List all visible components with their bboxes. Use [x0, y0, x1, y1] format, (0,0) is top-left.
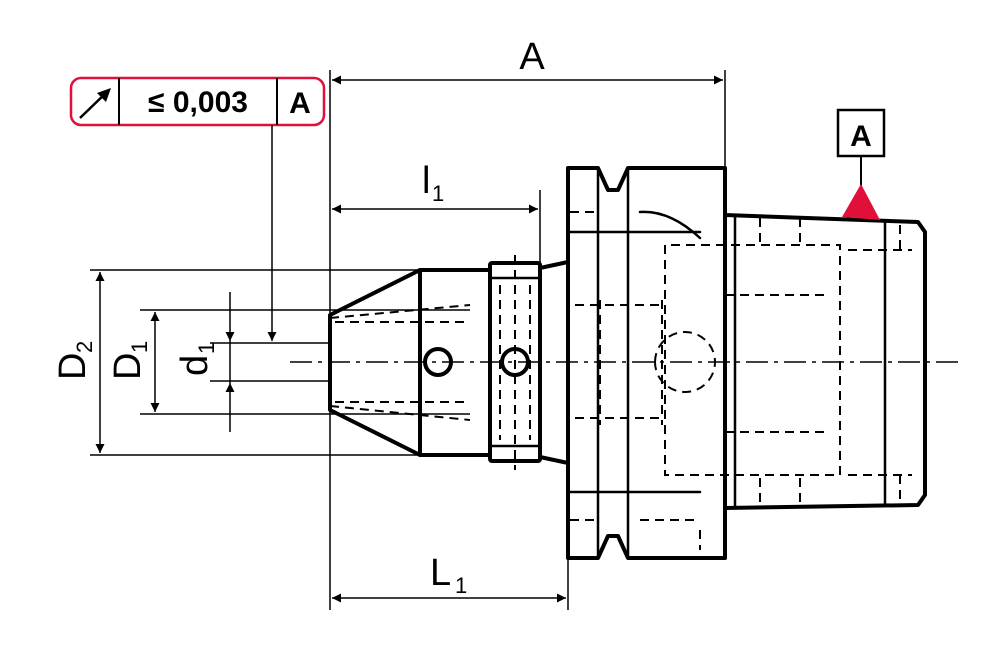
svg-text:D: D — [107, 353, 149, 380]
dimension-label-l1: l 1 — [422, 160, 444, 206]
svg-text:1: 1 — [127, 341, 152, 353]
total-runout-arrow-icon — [79, 88, 111, 119]
svg-text:L: L — [430, 552, 451, 594]
dimension-label-D1: D 1 — [107, 341, 152, 380]
svg-text:l: l — [422, 160, 430, 202]
svg-text:1: 1 — [455, 573, 467, 598]
svg-text:A: A — [850, 120, 872, 153]
datum-triangle — [842, 184, 880, 220]
dimension-label-L1: L 1 — [430, 552, 467, 598]
tool-holder-body — [328, 166, 927, 560]
tolerance-value: ≤ 0,003 — [148, 86, 248, 119]
tolerance-frame-border — [69, 76, 326, 127]
tolerance-frame: ≤ 0,003 A — [69, 76, 326, 127]
dimension-label-a: A — [519, 36, 545, 78]
datum-marker-a: A — [836, 108, 886, 220]
flange — [566, 166, 727, 560]
dimension-lines — [90, 70, 726, 610]
dimension-label-D2: D 2 — [52, 341, 97, 380]
svg-text:2: 2 — [72, 341, 97, 353]
tolerance-datum-reference: A — [289, 87, 311, 120]
dimension-label-d1: d 1 — [174, 342, 219, 376]
svg-text:D: D — [52, 353, 94, 380]
svg-text:1: 1 — [432, 181, 444, 206]
set-screw-hole-ring — [500, 347, 530, 377]
set-screw-hole-front — [423, 347, 453, 377]
hidden-lines — [329, 211, 912, 550]
svg-text:d: d — [174, 355, 216, 376]
svg-text:1: 1 — [194, 342, 219, 354]
